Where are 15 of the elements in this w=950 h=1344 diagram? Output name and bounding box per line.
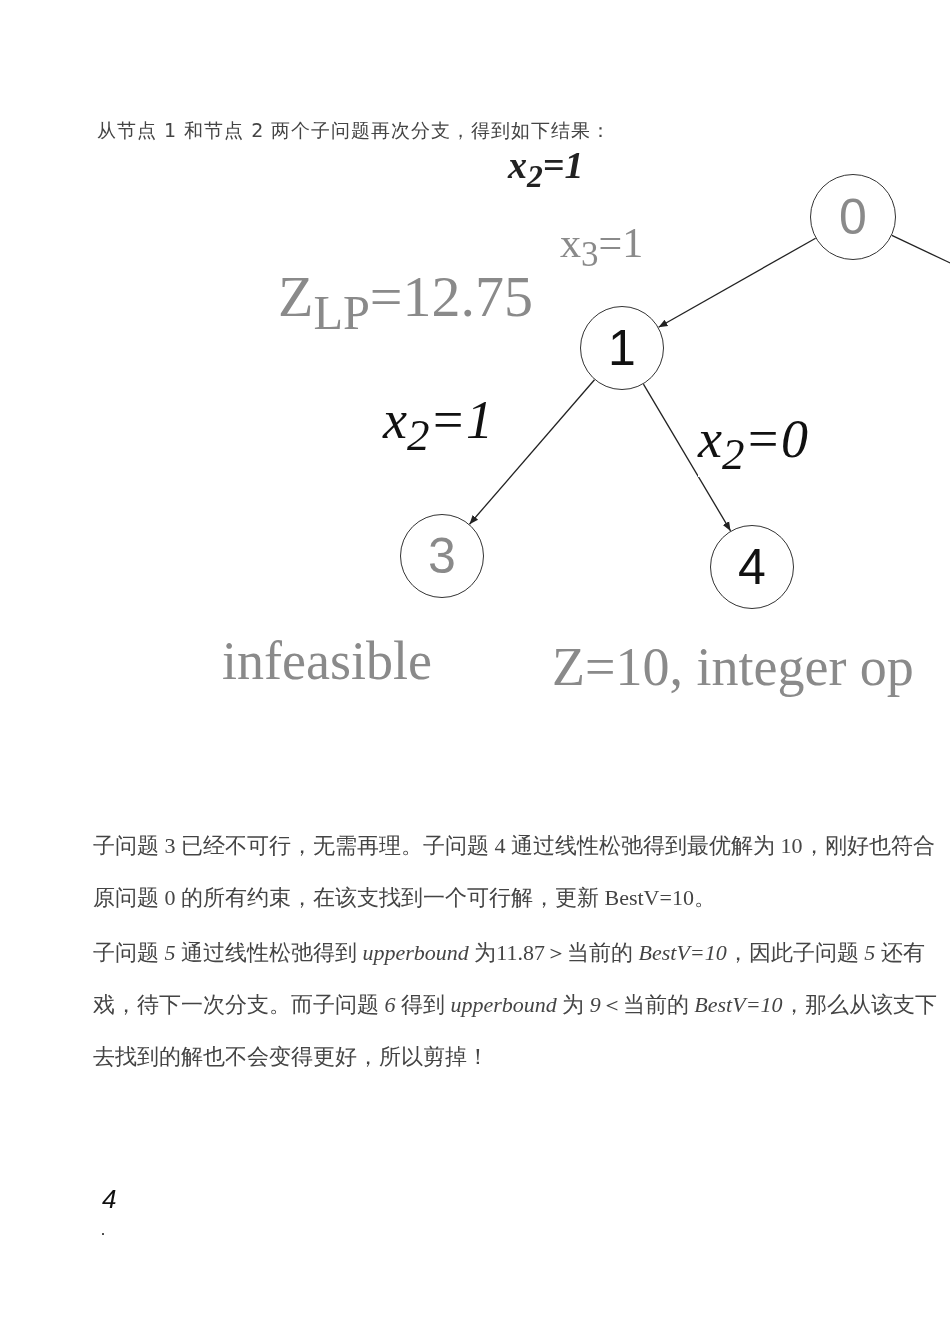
- node-number: 4: [738, 542, 766, 592]
- dot-mark: .: [101, 1222, 105, 1238]
- page-number: 4: [102, 1186, 117, 1212]
- paragraph: 子问题 3 已经不可行，无需再理。子问题 4 通过线性松弛得到最优解为 10，刚好也符合原问题 0 的所有约束，在该支找到一个可行解，更新 BestV=10。: [93, 832, 936, 912]
- node-number: 3: [428, 531, 456, 581]
- node-caption: Z$_{LP}$=12.75: [278, 268, 534, 337]
- node-caption: infeasible: [222, 634, 432, 688]
- formula-text: x$_{2}$=1: [508, 146, 584, 193]
- intro-text: 从节点 1 和节点 2 两个子问题再次分支，得到如下结果：: [97, 118, 612, 143]
- paragraph: 子问题 5 通过线性松弛得到 upperbound 为11.87＞当前的 BestV=10，因此子问题 5 还有戏，待下一次分支。而子问题 6 得到 upperbound 为 9＜当前的 BestV=10，那么从该支下去找到的解也不会变得更好，所以剪掉！: [93, 939, 938, 1071]
- arrow: [468, 379, 596, 525]
- node-number: 1: [608, 323, 636, 373]
- arrow: [642, 383, 732, 532]
- node-number: 0: [839, 192, 867, 242]
- arrow: [657, 237, 817, 328]
